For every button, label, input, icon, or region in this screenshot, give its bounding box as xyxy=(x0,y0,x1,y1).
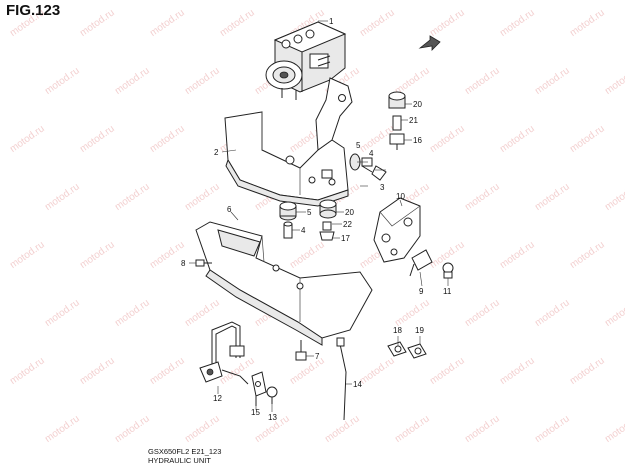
callout-9: 9 xyxy=(419,287,424,296)
callout-21: 21 xyxy=(409,116,418,125)
callout-8: 8 xyxy=(181,259,186,268)
diagram-name: HYDRAULIC UNIT xyxy=(148,456,211,465)
side-bolt-stack-part[interactable] xyxy=(349,153,387,181)
hose-clamp-part[interactable] xyxy=(407,343,427,359)
callout-4-upper: 4 xyxy=(369,149,374,158)
upper-bracket-part[interactable] xyxy=(224,77,353,207)
callout-12: 12 xyxy=(213,394,222,403)
callout-14: 14 xyxy=(353,380,362,389)
collar-part[interactable] xyxy=(283,221,293,239)
callout-3: 3 xyxy=(380,183,385,192)
figure-title: FIG.123 xyxy=(6,2,61,19)
callout-5-lower: 5 xyxy=(307,208,312,217)
callout-17: 17 xyxy=(341,234,350,243)
callout-13: 13 xyxy=(268,413,277,422)
callout-11: 11 xyxy=(443,287,452,296)
callout-10: 10 xyxy=(396,192,405,201)
callout-18: 18 xyxy=(393,326,402,335)
callout-19: 19 xyxy=(415,326,424,335)
spacer-part[interactable] xyxy=(319,221,335,241)
callout-5-upper: 5 xyxy=(356,141,361,150)
upper-mount-stack-part[interactable] xyxy=(388,91,406,150)
diagram-code: GSX650FL2 E21_123 xyxy=(148,447,222,456)
brake-pipe-part[interactable] xyxy=(199,321,249,385)
callout-6: 6 xyxy=(227,205,232,214)
tray-bolt-part[interactable] xyxy=(295,340,307,361)
callout-20-upper: 20 xyxy=(413,100,422,109)
callout-2: 2 xyxy=(214,148,219,157)
wheel-sensor-part[interactable] xyxy=(409,249,454,279)
callout-7: 7 xyxy=(315,352,320,361)
callout-15: 15 xyxy=(251,408,260,417)
pipe-bracket-bolt-part[interactable] xyxy=(266,386,278,404)
hose-clamp-part[interactable] xyxy=(387,341,407,357)
cable-tie-part[interactable] xyxy=(336,337,347,421)
grommet-part[interactable] xyxy=(279,201,297,221)
leader-lines xyxy=(189,20,449,412)
callout-4-lower: 4 xyxy=(301,226,306,235)
sensor-bracket-part[interactable] xyxy=(373,197,421,263)
callout-1: 1 xyxy=(329,17,334,26)
hydraulic-unit-part[interactable] xyxy=(265,21,347,100)
callout-16: 16 xyxy=(413,136,422,145)
front-direction-arrow-icon xyxy=(418,35,441,51)
callout-labels: 1 2 3 4 4 5 5 6 7 8 9 10 11 12 13 14 15 … xyxy=(181,17,452,422)
cushion-part[interactable] xyxy=(319,199,337,219)
callout-20-lower: 20 xyxy=(345,208,354,217)
pipe-bracket-part[interactable] xyxy=(251,371,267,406)
callout-22: 22 xyxy=(343,220,352,229)
lower-tray-part[interactable] xyxy=(195,221,373,346)
